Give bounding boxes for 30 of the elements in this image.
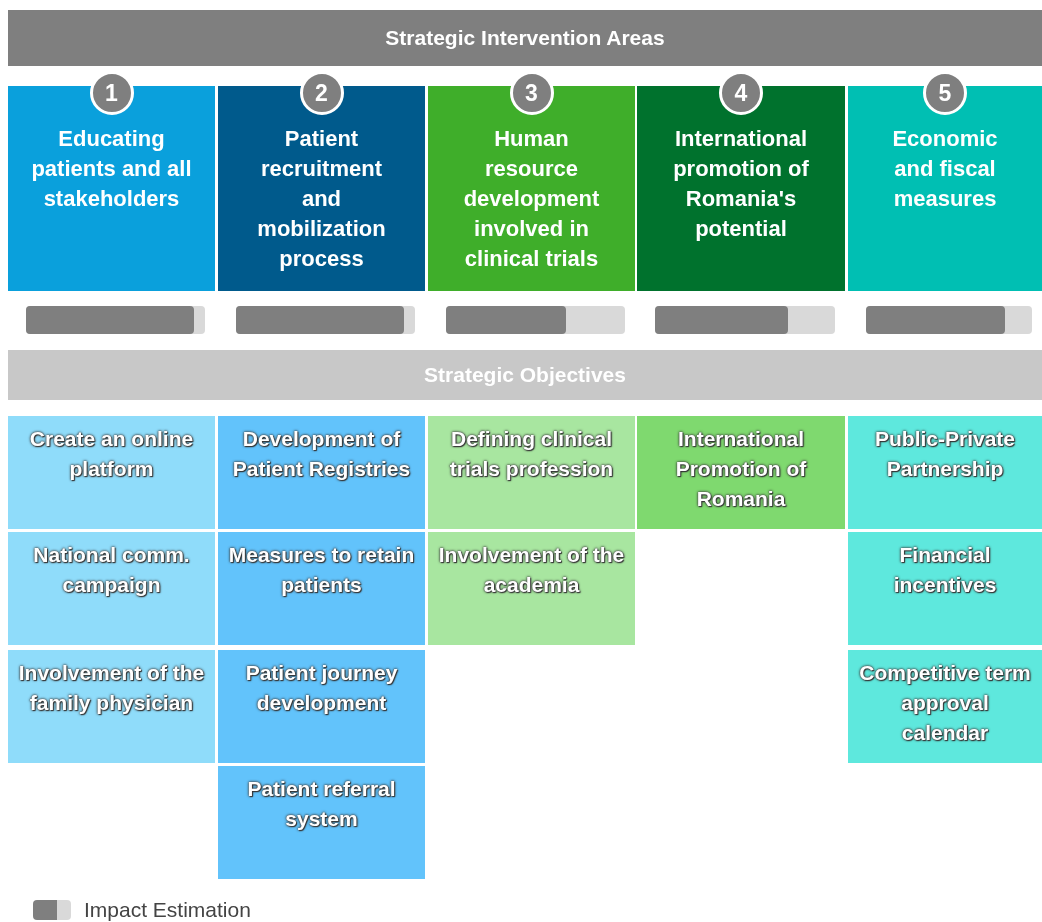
- number-badge: 1: [89, 71, 134, 115]
- objective-cell: Involvement of the family physician: [8, 650, 215, 763]
- objective-cell: Involvement of the academia: [428, 532, 635, 645]
- area-heading: Economic and fiscal measures: [891, 125, 999, 213]
- section-header-band: Strategic Intervention Areas: [8, 10, 1042, 66]
- impact-bar: [655, 306, 835, 334]
- objective-cell: National comm. campaign: [8, 532, 215, 645]
- area-heading: Educating patients and all stakeholders: [30, 125, 193, 213]
- objective-cell: Patient journey development: [218, 650, 425, 763]
- number-badge: 5: [923, 71, 967, 115]
- objective-cell: Competitive term approval calendar: [848, 650, 1042, 763]
- objective-cell: Financial incentives: [848, 532, 1042, 645]
- legend-label: Impact Estimation: [84, 898, 251, 922]
- objective-cell: International Promotion of Romania: [637, 416, 845, 529]
- number-badge: 3: [509, 71, 554, 115]
- area-heading: Patient recruitment and mobilization process: [256, 125, 387, 273]
- impact-bar: [26, 306, 205, 334]
- number-badge: 2: [299, 71, 344, 115]
- objective-cell: Development of Patient Registries: [218, 416, 425, 529]
- impact-bar: [236, 306, 415, 334]
- number-badge: 4: [719, 71, 763, 115]
- area-heading: International promotion of Romania's potential: [672, 125, 810, 243]
- objective-cell: Defining clinical trials profession: [428, 416, 635, 529]
- impact-bar: [866, 306, 1032, 334]
- objective-cell: Create an online platform: [8, 416, 215, 529]
- objective-cell: Patient referral system: [218, 766, 425, 879]
- area-heading: Human resource development involved in clinical trials: [462, 125, 601, 273]
- impact-bar: [446, 306, 625, 334]
- objective-cell: Public-Private Partnership: [848, 416, 1042, 529]
- objective-cell: Measures to retain patients: [218, 532, 425, 645]
